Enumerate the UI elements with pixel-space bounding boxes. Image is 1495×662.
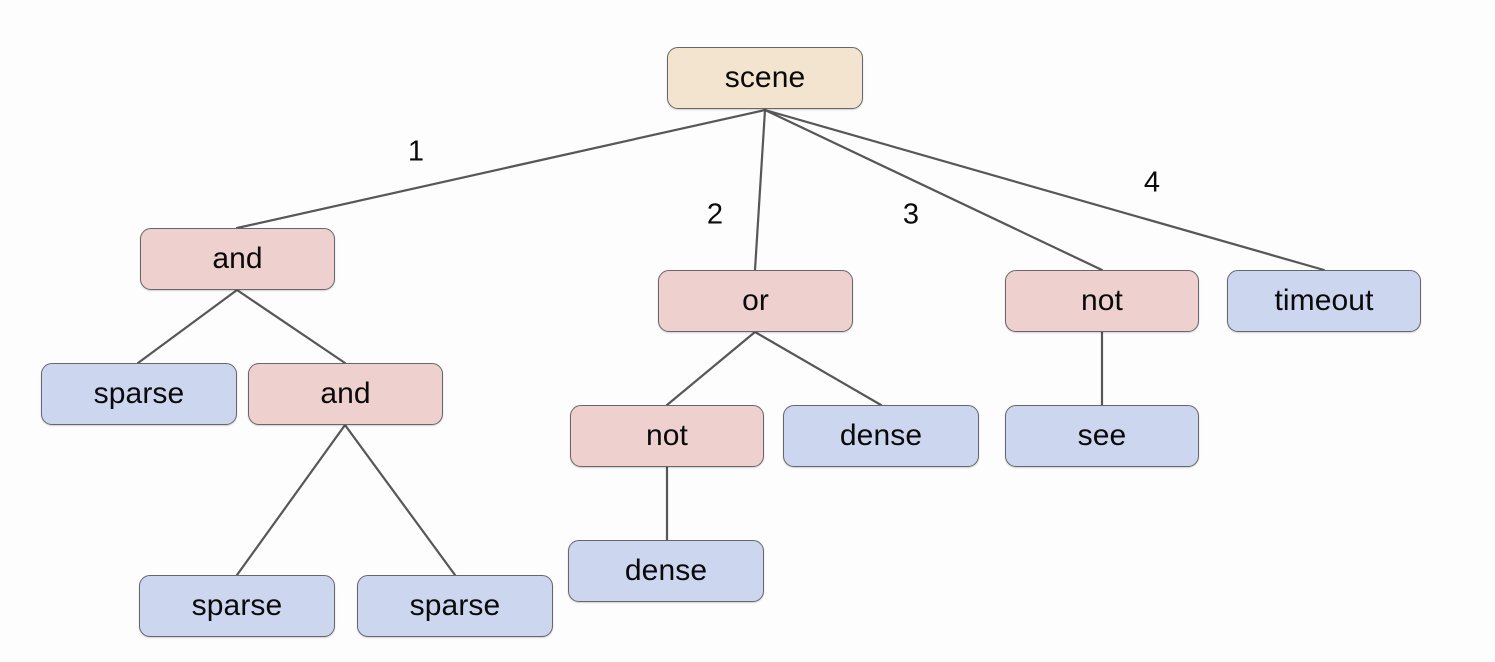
tree-node-label: and <box>212 242 263 275</box>
tree-node-label: timeout <box>1274 284 1374 317</box>
tree-node-label: not <box>645 419 688 452</box>
tree-edge-scene-to-not2 <box>763 108 1104 272</box>
tree-edge-scene-to-timeout <box>763 108 1326 272</box>
tree-node-label: and <box>320 377 371 410</box>
edge-label-2: 2 <box>706 198 724 231</box>
tree-node-label: not <box>1080 284 1123 317</box>
tree-edge-scene-to-or1 <box>753 108 767 272</box>
tree-node-see[interactable]: see <box>1005 405 1199 467</box>
tree-node-label: sparse <box>93 377 185 410</box>
tree-node-or1[interactable]: or <box>658 270 853 332</box>
tree-node-sparse1[interactable]: sparse <box>41 363 237 425</box>
tree-node-dense2[interactable]: dense <box>568 540 764 602</box>
tree-node-sparse2[interactable]: sparse <box>139 575 335 637</box>
tree-node-and1[interactable]: and <box>140 228 335 290</box>
tree-node-label: sparse <box>191 589 283 622</box>
tree-edge-and2-to-sparse2 <box>235 423 347 577</box>
tree-node-label: sparse <box>409 589 501 622</box>
tree-node-dense1[interactable]: dense <box>783 405 979 467</box>
edge-label-4: 4 <box>1143 166 1161 199</box>
tree-edge-scene-to-and1 <box>235 108 767 230</box>
tree-node-and2[interactable]: and <box>248 363 443 425</box>
tree-node-sparse3[interactable]: sparse <box>357 575 553 637</box>
tree-node-not2[interactable]: not <box>1005 270 1199 332</box>
tree-edge-or1-to-not1 <box>665 330 757 407</box>
tree-edge-or1-to-dense1 <box>753 330 883 407</box>
edge-label-3: 3 <box>902 198 920 231</box>
tree-node-label: scene <box>724 61 806 94</box>
tree-edge-and1-to-and2 <box>235 288 347 365</box>
edge-label-1: 1 <box>407 135 425 168</box>
tree-edge-and2-to-sparse3 <box>343 423 457 577</box>
tree-node-label: dense <box>839 419 923 452</box>
tree-node-not1[interactable]: not <box>570 405 764 467</box>
tree-edge-and1-to-sparse1 <box>136 288 239 365</box>
tree-node-label: or <box>742 284 769 317</box>
tree-node-scene[interactable]: scene <box>667 47 863 109</box>
tree-node-label: see <box>1077 419 1127 452</box>
tree-node-timeout[interactable]: timeout <box>1227 270 1421 332</box>
tree-node-label: dense <box>624 554 708 587</box>
